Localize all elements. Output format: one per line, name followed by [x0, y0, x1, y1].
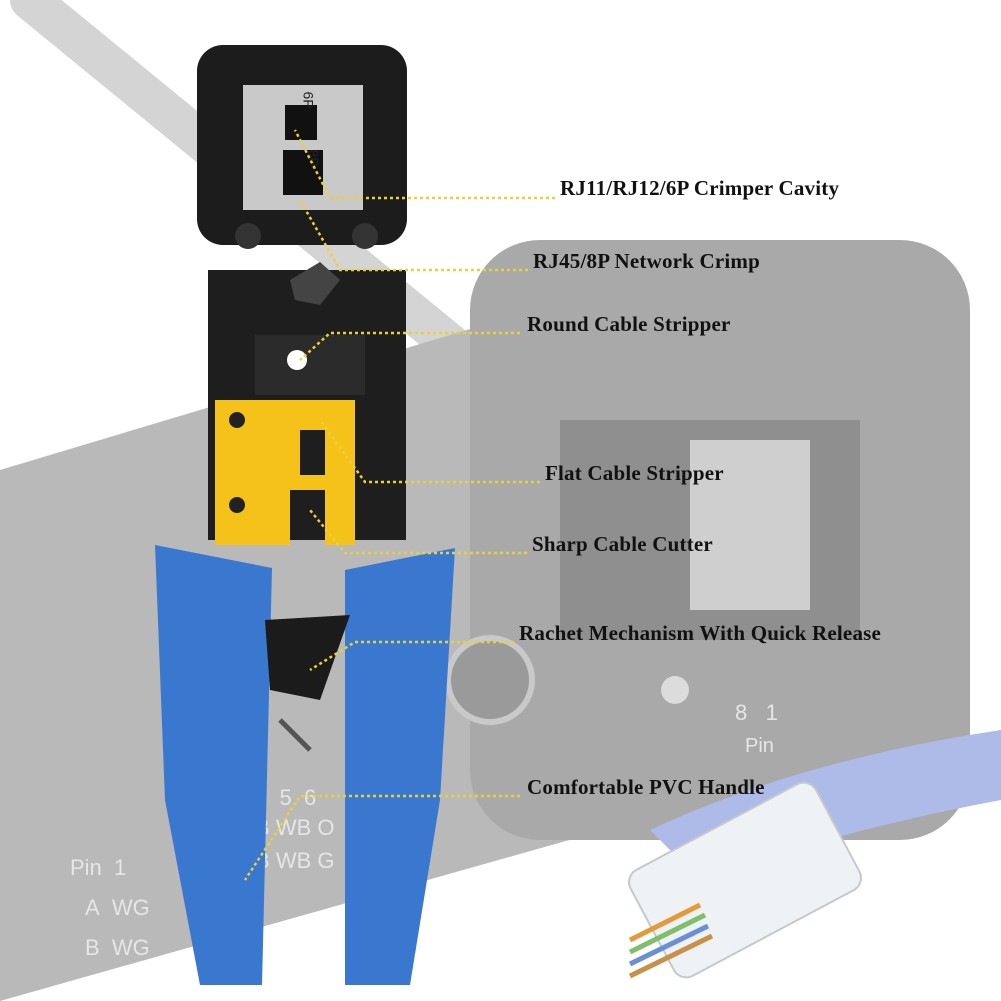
leader-round-stripper [299, 331, 520, 361]
row-b-6: G [317, 848, 335, 873]
callout-handle: Comfortable PVC Handle [527, 775, 765, 799]
callout-crimper-cavity: RJ11/RJ12/6P Crimper Cavity [560, 176, 840, 200]
ratchet-spring [278, 718, 312, 752]
jack-pin-8: 8 [735, 700, 748, 725]
leader-ratchet [309, 640, 514, 672]
callout-flat-stripper: Flat Cable Stripper [545, 461, 724, 485]
row-a-value: WG [111, 895, 150, 920]
pin-5-text: 5 [279, 785, 292, 810]
row-b-value: WG [111, 935, 150, 960]
pin-1-text: 1 [114, 855, 127, 880]
callout-cable-cutter: Sharp Cable Cutter [532, 532, 713, 556]
round-stripper-hole [287, 350, 307, 370]
leader-cable-cutter [309, 509, 527, 555]
insert-screw-top [229, 412, 245, 428]
left-handle [155, 545, 272, 985]
row-a: A WG [85, 895, 150, 921]
row-b: B WG [85, 935, 150, 961]
leader-network-crimp [298, 199, 528, 272]
row-a-6: O [317, 815, 335, 840]
connector-wires [628, 902, 714, 979]
row-a-label: A [85, 895, 100, 920]
leader-flat-stripper [318, 419, 540, 484]
round-stripper-slot [255, 335, 365, 395]
jack-port [690, 440, 810, 610]
cavity-6p [285, 105, 317, 140]
ratchet-mechanism [265, 615, 350, 700]
jack-pins: 8 1 [735, 700, 778, 726]
head-bolt-right [352, 223, 378, 249]
pin-6-text: 6 [303, 785, 317, 810]
head-bolt-left [235, 223, 261, 249]
flat-stripper-insert [215, 400, 355, 545]
pin-row: Pin 1 [70, 855, 126, 881]
jack-led [661, 676, 689, 704]
row-b-label: B [85, 935, 100, 960]
leader-crimper-cavity [293, 129, 555, 200]
row-a-right: B WB O [255, 815, 335, 841]
jack-pin-1: 1 [765, 700, 778, 725]
insert-screw-bottom [229, 497, 245, 513]
row-a-5: WB [275, 815, 312, 840]
row-b-5: WB [275, 848, 312, 873]
pivot-bolt [290, 262, 340, 305]
callout-round-stripper: Round Cable Stripper [527, 312, 731, 336]
panel-screw [445, 635, 535, 725]
jack-pin-label: Pin [745, 735, 774, 757]
right-handle [345, 548, 455, 985]
callout-ratchet: Rachet Mechanism With Quick Release [519, 621, 882, 645]
pin-text: Pin [70, 855, 102, 880]
callout-network-crimp: RJ45/8P Network Crimp [533, 249, 761, 273]
leader-handle [243, 794, 520, 881]
